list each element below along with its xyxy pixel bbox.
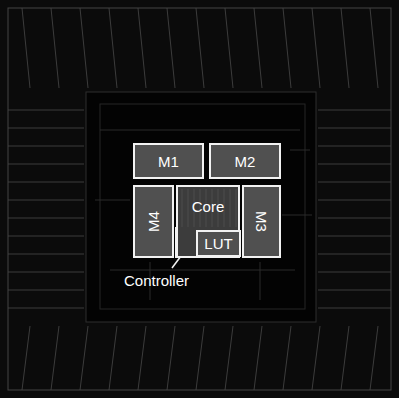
texture-line bbox=[236, 189, 237, 227]
pad-line bbox=[318, 110, 391, 111]
pad-ring bbox=[8, 8, 391, 390]
pad-line bbox=[225, 8, 233, 88]
pad-line bbox=[8, 200, 84, 201]
pad-line bbox=[109, 8, 117, 88]
pad-line bbox=[22, 8, 30, 88]
pad-line bbox=[138, 8, 146, 88]
pad-line bbox=[167, 8, 175, 88]
texture-line bbox=[182, 189, 183, 227]
pad-line bbox=[254, 8, 262, 88]
die-edge bbox=[8, 8, 391, 390]
pad-line bbox=[8, 218, 84, 219]
pad-line bbox=[51, 8, 59, 88]
wire bbox=[110, 270, 295, 271]
wire bbox=[282, 215, 312, 216]
pad-line bbox=[318, 218, 391, 219]
routing bbox=[95, 130, 312, 300]
pad-line bbox=[8, 254, 84, 255]
memory-block: M4 bbox=[133, 185, 174, 258]
pad-line bbox=[318, 272, 391, 273]
wire bbox=[95, 200, 130, 201]
block-label: Core bbox=[192, 199, 225, 214]
pad-line bbox=[8, 164, 84, 165]
pad-line bbox=[138, 326, 146, 390]
pad-line bbox=[8, 272, 84, 273]
wire bbox=[260, 262, 261, 300]
block-label: M1 bbox=[158, 154, 179, 169]
pad-line bbox=[341, 326, 349, 390]
block-label: LUT bbox=[204, 236, 232, 251]
memory-block: M3 bbox=[242, 185, 281, 258]
memory-block: LUT bbox=[196, 230, 241, 257]
pad-line bbox=[196, 8, 204, 88]
part-label: Controller bbox=[124, 273, 189, 288]
pad-line bbox=[225, 326, 233, 390]
pad-line bbox=[283, 8, 291, 88]
pad-line bbox=[8, 110, 84, 111]
pad-line bbox=[8, 146, 84, 147]
pad-line bbox=[8, 308, 84, 309]
pad-line bbox=[318, 146, 391, 147]
wire bbox=[290, 150, 310, 151]
pad-line bbox=[341, 8, 349, 88]
pad-line bbox=[318, 308, 391, 309]
pad-line bbox=[318, 200, 391, 201]
block-label: M3 bbox=[254, 211, 269, 232]
pad-line bbox=[318, 290, 391, 291]
pad-line bbox=[8, 128, 84, 129]
pad-line bbox=[51, 326, 59, 390]
pad-line bbox=[167, 326, 175, 390]
pad-line bbox=[8, 236, 84, 237]
pad-line bbox=[80, 326, 88, 390]
pad-line bbox=[109, 326, 117, 390]
pad-line bbox=[283, 326, 291, 390]
pad-line bbox=[8, 182, 84, 183]
pad-line bbox=[22, 326, 30, 390]
block-label: M2 bbox=[235, 154, 256, 169]
wire bbox=[100, 130, 300, 131]
pad-line bbox=[318, 128, 391, 129]
core-block: CoreLUT bbox=[176, 185, 240, 258]
pad-line bbox=[370, 8, 378, 88]
pad-line bbox=[318, 182, 391, 183]
pad-line bbox=[318, 236, 391, 237]
core-area bbox=[86, 92, 316, 322]
memory-block: M2 bbox=[209, 143, 281, 179]
pad-line bbox=[8, 290, 84, 291]
texture-line bbox=[230, 189, 231, 227]
core-ring bbox=[100, 104, 305, 309]
pad-line bbox=[312, 326, 320, 390]
block-label: M4 bbox=[146, 211, 161, 232]
pad-line bbox=[318, 164, 391, 165]
texture-line bbox=[188, 189, 189, 227]
pad-line bbox=[254, 326, 262, 390]
pad-line bbox=[80, 8, 88, 88]
pad-line bbox=[370, 326, 378, 390]
pad-line bbox=[312, 8, 320, 88]
pad-line bbox=[318, 254, 391, 255]
pad-line bbox=[196, 326, 204, 390]
memory-block: M1 bbox=[133, 143, 204, 179]
